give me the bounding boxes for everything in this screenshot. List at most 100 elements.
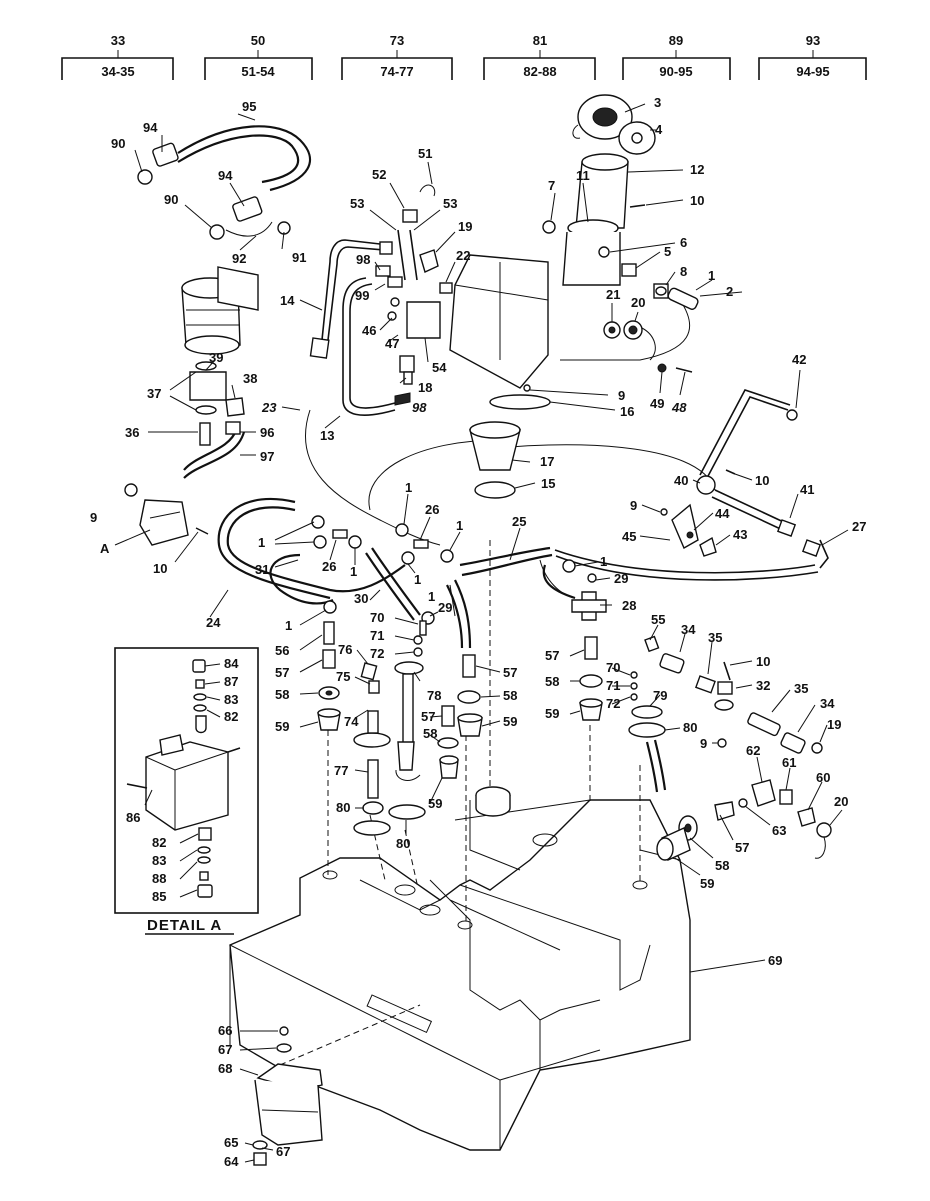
callout-52: 52 bbox=[372, 167, 386, 182]
pump-assembly bbox=[137, 142, 291, 446]
callout-7: 7 bbox=[548, 178, 555, 193]
leader-lines bbox=[114, 103, 849, 1163]
hoses bbox=[177, 125, 829, 793]
callout-26: 26 bbox=[425, 502, 439, 517]
callout-3: 3 bbox=[654, 95, 661, 110]
callout-29: 29 bbox=[614, 571, 628, 586]
index-tab-range: 34-35 bbox=[101, 64, 134, 79]
callout-92: 92 bbox=[232, 251, 246, 266]
callout-28: 28 bbox=[622, 598, 636, 613]
callout-82: 82 bbox=[152, 835, 166, 850]
callout-41: 41 bbox=[800, 482, 814, 497]
callout-80: 80 bbox=[336, 800, 350, 815]
callout-90: 90 bbox=[111, 136, 125, 151]
callout-44: 44 bbox=[715, 506, 730, 521]
index-tab-range: 51-54 bbox=[241, 64, 275, 79]
callout-79: 79 bbox=[653, 688, 667, 703]
callout-94: 94 bbox=[143, 120, 158, 135]
callout-82: 82 bbox=[224, 709, 238, 724]
index-tab: 89 90-95 bbox=[622, 33, 731, 80]
index-tabs: 33 34-35 50 51-54 73 74-77 81 82-88 89 bbox=[61, 33, 867, 80]
callout-19: 19 bbox=[458, 219, 472, 234]
detail-a-frame bbox=[114, 647, 259, 914]
index-tab-range: 90-95 bbox=[659, 64, 692, 79]
index-tab-page: 50 bbox=[251, 33, 265, 48]
callout-67: 67 bbox=[276, 1144, 290, 1159]
callout-42: 42 bbox=[792, 352, 806, 367]
index-tab-page: 33 bbox=[111, 33, 125, 48]
callout-9: 9 bbox=[90, 510, 97, 525]
callout-35: 35 bbox=[794, 681, 808, 696]
callout-88: 88 bbox=[152, 871, 166, 886]
callout-20: 20 bbox=[834, 794, 848, 809]
callout-96: 96 bbox=[260, 425, 274, 440]
callout-58: 58 bbox=[545, 674, 559, 689]
callout-40: 40 bbox=[674, 473, 688, 488]
mount-bracket bbox=[252, 1026, 323, 1166]
callout-34: 34 bbox=[681, 622, 696, 637]
index-tab-range: 94-95 bbox=[796, 64, 829, 79]
callout-75: 75 bbox=[336, 669, 350, 684]
index-tab: 73 74-77 bbox=[341, 33, 453, 80]
callout-57: 57 bbox=[275, 665, 289, 680]
callout-46: 46 bbox=[362, 323, 376, 338]
callout-20: 20 bbox=[631, 295, 645, 310]
callout-10: 10 bbox=[755, 473, 769, 488]
callout-17: 17 bbox=[540, 454, 554, 469]
callout-70: 70 bbox=[606, 660, 620, 675]
callout-85: 85 bbox=[152, 889, 166, 904]
callout-78: 78 bbox=[427, 688, 441, 703]
callout-34: 34 bbox=[820, 696, 835, 711]
callout-14: 14 bbox=[280, 293, 295, 308]
callout-31: 31 bbox=[255, 562, 269, 577]
callout-86: 86 bbox=[126, 810, 140, 825]
callout-30: 30 bbox=[354, 591, 368, 606]
index-tab-page: 81 bbox=[533, 33, 547, 48]
callout-43: 43 bbox=[733, 527, 747, 542]
callout-1: 1 bbox=[708, 268, 715, 283]
callout-57: 57 bbox=[735, 840, 749, 855]
callouts: 95 94 90 94 90 92 91 39 38 37 36 96 97 9… bbox=[90, 95, 866, 1169]
callout-45: 45 bbox=[622, 529, 636, 544]
callout-24: 24 bbox=[206, 615, 221, 630]
callout-26: 26 bbox=[322, 559, 336, 574]
callout-27: 27 bbox=[852, 519, 866, 534]
callout-22: 22 bbox=[456, 248, 470, 263]
callout-53: 53 bbox=[350, 196, 364, 211]
callout-1: 1 bbox=[285, 618, 292, 633]
bracket-assembly bbox=[660, 409, 822, 557]
callout-90: 90 bbox=[164, 192, 178, 207]
callout-98: 98 bbox=[356, 252, 370, 267]
callout-1: 1 bbox=[414, 572, 421, 587]
callout-32: 32 bbox=[756, 678, 770, 693]
detail-a-panel: DETAIL A bbox=[114, 647, 259, 935]
callout-65: 65 bbox=[224, 1135, 238, 1150]
callout-70: 70 bbox=[370, 610, 384, 625]
callout-4: 4 bbox=[655, 122, 663, 137]
callout-98: 98 bbox=[412, 400, 427, 415]
callout-10: 10 bbox=[756, 654, 770, 669]
alignment-lines bbox=[279, 540, 641, 1066]
callout-36: 36 bbox=[125, 425, 139, 440]
callout-94: 94 bbox=[218, 168, 233, 183]
callout-87: 87 bbox=[224, 674, 238, 689]
callout-59: 59 bbox=[275, 719, 289, 734]
fittings bbox=[311, 515, 607, 625]
callout-62: 62 bbox=[746, 743, 760, 758]
callout-55: 55 bbox=[651, 612, 665, 627]
callout-80: 80 bbox=[396, 836, 410, 851]
callout-37: 37 bbox=[147, 386, 161, 401]
callout-1: 1 bbox=[456, 518, 463, 533]
callout-18: 18 bbox=[418, 380, 432, 395]
callout-71: 71 bbox=[606, 678, 620, 693]
index-tab: 93 94-95 bbox=[758, 33, 867, 80]
index-tab: 33 34-35 bbox=[61, 33, 174, 80]
callout-56: 56 bbox=[275, 643, 289, 658]
callout-35: 35 bbox=[708, 630, 722, 645]
callout-23: 23 bbox=[261, 400, 277, 415]
callout-59: 59 bbox=[503, 714, 517, 729]
index-tab: 81 82-88 bbox=[483, 33, 596, 80]
callout-54: 54 bbox=[432, 360, 447, 375]
callout-16: 16 bbox=[620, 404, 634, 419]
